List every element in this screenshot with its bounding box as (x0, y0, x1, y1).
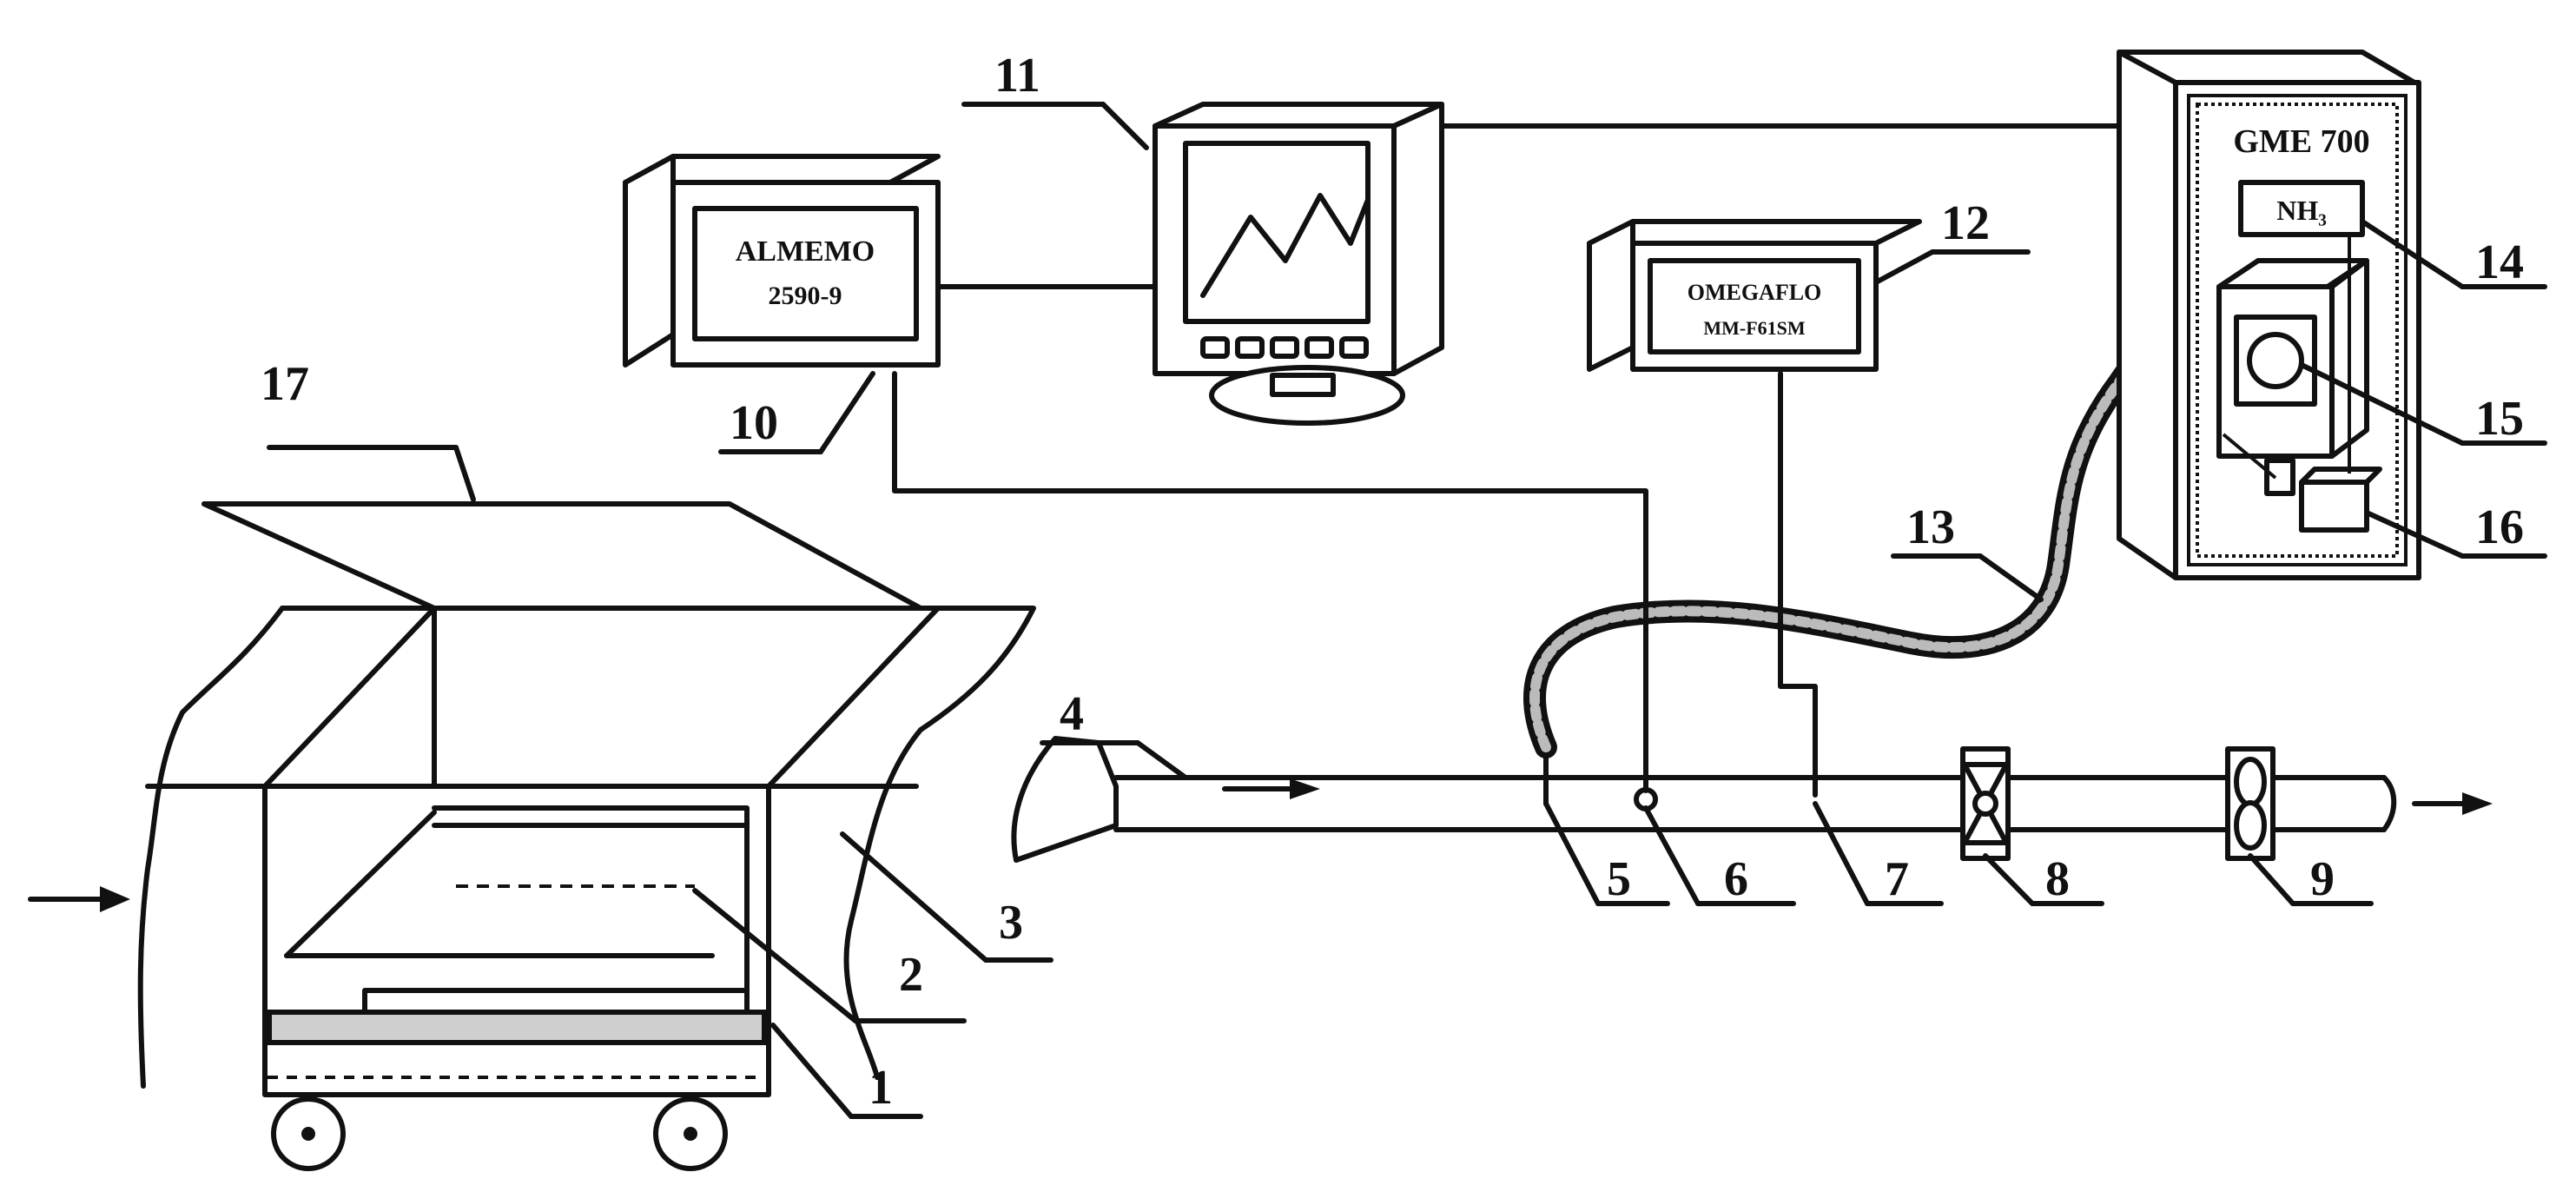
callout-5: 5 (1607, 852, 1631, 906)
callout-4: 4 (1060, 687, 1084, 741)
callout-10: 10 (730, 396, 778, 450)
callout-8: 8 (2045, 852, 2070, 906)
callout-17: 17 (261, 357, 309, 411)
cart-wheel (271, 1096, 346, 1171)
callout-12: 12 (1941, 196, 1990, 250)
sampling-tube (1523, 323, 2174, 758)
monitor-buttons (1200, 336, 1369, 359)
inlet-air-arrow (28, 886, 130, 912)
nh3-sensor-label: NH₃ (2276, 195, 2327, 226)
callout-1: 1 (869, 1061, 893, 1115)
analyzer-model-label: GME 700 (2233, 123, 2369, 160)
nh3-sensor-display (2238, 180, 2365, 237)
flow-meter-brand-label: OMEGAFLO (1688, 280, 1822, 305)
callout-2: 2 (899, 948, 923, 1002)
callout-9: 9 (2310, 852, 2335, 906)
flow-meter-model-label: MM-F61SM (1703, 317, 1806, 339)
callout-3: 3 (999, 896, 1023, 950)
callout-11: 11 (994, 49, 1040, 103)
flow-meter: OMEGAFLO MM-F61SM (1587, 219, 1922, 372)
logger-model-label: 2590-9 (769, 281, 842, 310)
test-chamber-assembly (28, 501, 1036, 1171)
callout-14: 14 (2475, 235, 2524, 289)
damper-valve (1960, 746, 2011, 861)
exhaust-fan (2225, 746, 2275, 861)
callout-16: 16 (2475, 500, 2524, 554)
callout-13: 13 (1906, 500, 1955, 554)
callouts: 1 2 3 4 5 6 7 8 9 10 11 12 13 (261, 49, 2547, 1119)
logger-brand-label: ALMEMO (736, 235, 875, 268)
callout-15: 15 (2475, 392, 2524, 446)
cart-wheel (653, 1096, 728, 1171)
computer-monitor (1153, 102, 1444, 426)
signal-wires (892, 123, 2122, 793)
data-logger: ALMEMO 2590-9 (623, 154, 941, 368)
manure-layer (267, 1010, 767, 1045)
gas-analyzer: GME 700 NH₃ (2117, 50, 2421, 580)
callout-6: 6 (1724, 852, 1748, 906)
callout-7: 7 (1885, 852, 1909, 906)
chart-trace (1200, 193, 1371, 298)
exhaust-duct (1011, 727, 2493, 863)
